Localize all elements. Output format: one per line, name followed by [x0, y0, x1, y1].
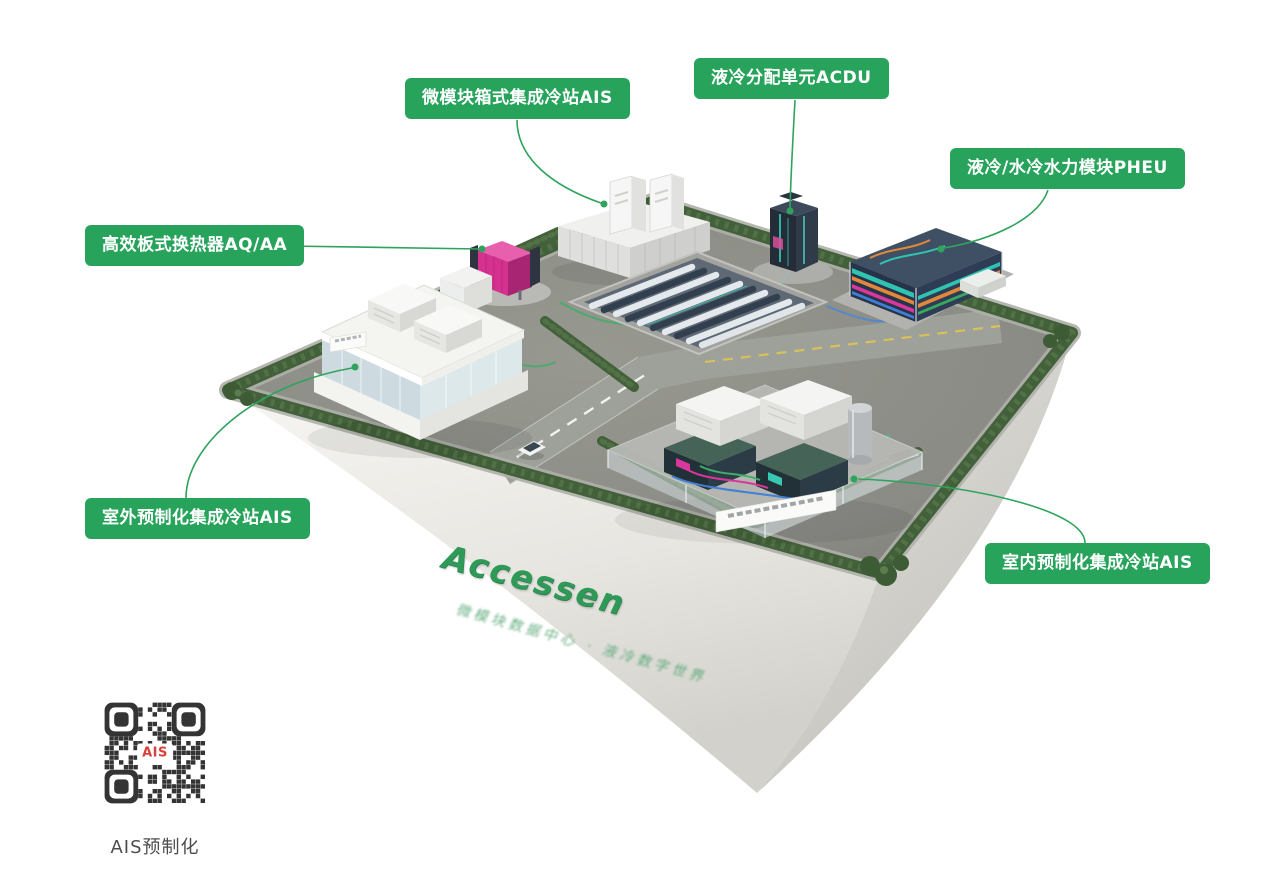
road-yellow-dashes [704, 324, 1001, 364]
callout-acdu-unit[interactable]: 液冷分配单元ACDU [694, 58, 889, 99]
building-acdu-unit [753, 192, 833, 284]
leader-indoor [857, 478, 1086, 544]
leader-outdoor [185, 367, 353, 499]
ground-sign [715, 489, 837, 533]
leader-end-dots [351, 200, 945, 483]
callout-leader-lines [185, 99, 1086, 544]
leader-acdu [789, 99, 796, 209]
callout-indoor-ais-station[interactable]: 室内预制化集成冷站AIS [985, 543, 1210, 584]
qr-overlay-text: AIS [137, 743, 173, 763]
storage-tank [848, 403, 872, 465]
callout-plate-heat-exchanger[interactable]: 高效板式换热器AQ/AA [85, 225, 305, 266]
ground-sign [329, 331, 367, 353]
callout-outdoor-ais-station[interactable]: 室外预制化集成冷站AIS [85, 498, 310, 539]
leader-pheu [943, 189, 1049, 249]
qr-code: AIS [95, 693, 215, 813]
callout-micro-module-station[interactable]: 微模块箱式集成冷站AIS [405, 78, 630, 119]
callout-pheu-module[interactable]: 液冷/水冷水力模块PHEU [950, 148, 1185, 189]
building-indoor-ais-station [606, 380, 924, 544]
leader-plate-hx [284, 245, 480, 250]
car [518, 441, 546, 460]
qr-caption: AIS预制化 [110, 837, 200, 858]
qr-pattern [95, 693, 215, 813]
building-outdoor-ais-station [308, 266, 532, 458]
building-data-center [567, 250, 829, 356]
leader-micro-module [516, 119, 602, 204]
